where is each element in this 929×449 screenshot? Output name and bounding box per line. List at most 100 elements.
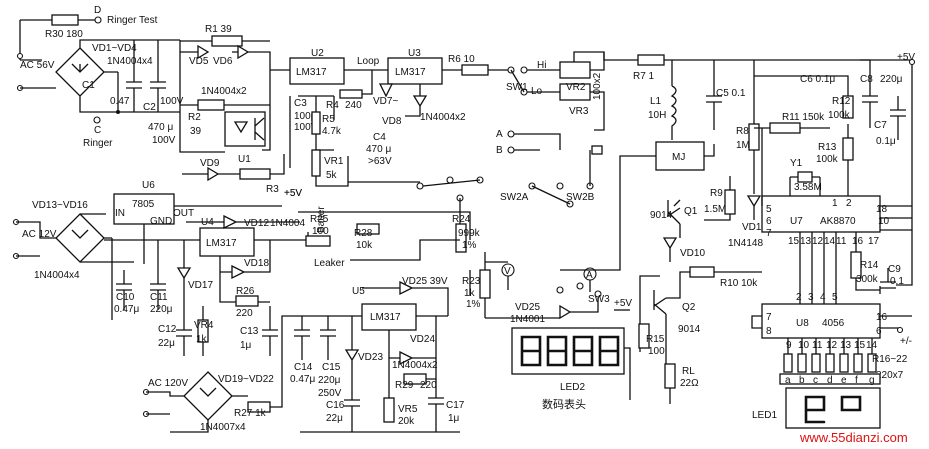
seg-g: g (869, 375, 875, 386)
vd24-label: VD24 (410, 334, 435, 345)
r6-label: R6 10 (448, 54, 475, 65)
u8-label: U8 (796, 318, 809, 329)
vd13-16-label: VD13~VD16 (32, 200, 88, 211)
vd18-diode (231, 264, 246, 280)
u7-pin18: 18 (876, 204, 888, 215)
led2-cn-label: 数码表头 (542, 397, 586, 411)
plus5v-top: +5V (897, 52, 915, 63)
c2-val: 470 μ (148, 122, 173, 133)
r10-resistor (689, 266, 715, 278)
r23-v2: 1% (466, 299, 481, 310)
r4-val: 240 (345, 100, 362, 111)
plus5v-mid: +5V (284, 188, 302, 199)
led2-display: LED2 数码表头 (511, 327, 631, 411)
terminal-c[interactable] (93, 116, 101, 124)
u6-gnd: GND (150, 216, 172, 227)
vd8-label: VD8 (382, 116, 402, 127)
q1-label: Q1 (684, 206, 698, 217)
u7-pin5: 5 (766, 204, 772, 215)
r15-label: R15 (646, 334, 665, 345)
c14-val: 0.47μ (290, 374, 315, 385)
y1-val: 3.58M (794, 182, 822, 193)
vd6-diode (237, 44, 250, 60)
u1-label: U1 (238, 154, 251, 165)
l1-label: L1 (650, 96, 662, 107)
vd6-label: VD6 (213, 56, 233, 67)
terminal-d[interactable] (94, 16, 102, 24)
vd25-diode (559, 304, 572, 320)
u7-pin2: 2 (846, 198, 852, 209)
c13-label: C13 (240, 326, 259, 337)
r28-label: R28 (354, 228, 373, 239)
vr2-label: VR2 (566, 82, 586, 93)
c11-val: 220μ (150, 304, 173, 315)
logic-supply-section: AC 12V VD13~VD16 1N4004x4 U6 7805 IN OUT… (12, 180, 331, 356)
sw3-label: SW3 (588, 294, 610, 305)
u8-pin16: 16 (876, 312, 888, 323)
u7-pin7: 7 (766, 228, 772, 239)
n4004x4a-label: 1N4004x4 (107, 56, 153, 67)
amp-symbol: A (586, 270, 593, 281)
c3-v2: 100V (294, 122, 318, 133)
u8-pin11: 11 (812, 340, 823, 351)
u8-chip (761, 303, 881, 339)
u8-pin5: 5 (832, 292, 838, 303)
r24-v1: 999k (458, 228, 481, 239)
r26-val: 220 (236, 308, 253, 319)
c15-v2: 250V (318, 388, 342, 399)
c3-v1: 100μ (294, 111, 317, 122)
vr5-pot (383, 397, 395, 423)
c12-label: C12 (158, 324, 177, 335)
detector-section: R7 1 L1 10H MJ C5 0.1 R8 1M VD11 1N4148 … (560, 52, 767, 404)
u6-part: 7805 (132, 199, 155, 210)
r9-val: 1.5M (704, 204, 726, 215)
ac56-label: AC 56V (20, 60, 55, 71)
vd18-label: VD18 (244, 258, 269, 269)
led1-label: LED1 (752, 410, 777, 421)
u7-pin11: 11 (836, 236, 847, 247)
c8-val: 220μ (880, 74, 903, 85)
u7-pin15: 15 (788, 236, 800, 247)
ac120-label: AC 120V (148, 378, 188, 389)
q2-label: Q2 (682, 302, 696, 313)
r24-v2: 1% (462, 240, 477, 251)
u7-section: U7 AK8870 5 6 7 15 13 12 14 11 16 17 18 … (752, 52, 915, 294)
led1-display (785, 387, 881, 429)
led2-label: LED2 (560, 382, 585, 393)
u7-pin17: 17 (868, 236, 880, 247)
c9-label: C9 (888, 264, 901, 275)
u7-pin14: 14 (824, 236, 836, 247)
segment-letters: a b c d e f g (785, 375, 875, 386)
n4004x4b-label: 1N4004x4 (34, 270, 80, 281)
n4001-label: 1N4001 (510, 314, 545, 325)
u6-out: OUT (173, 208, 194, 219)
c15-label: C15 (322, 362, 341, 373)
r29-label: R29 (395, 380, 414, 391)
n4004x2c-label: 1N4004x2 (392, 360, 438, 371)
vd10-label: VD10 (680, 248, 705, 259)
n4004x2b-label: 1N4004x2 (420, 112, 466, 123)
u6-in: IN (115, 208, 125, 219)
vd25b-label: VD25 39V (402, 276, 448, 287)
seg-e: e (841, 375, 847, 386)
seg-b: b (799, 375, 805, 386)
u5-regulator (361, 303, 417, 331)
vr4-label: VR4 (194, 320, 214, 331)
plus5v-u6: +5V (284, 188, 302, 199)
r12-val: 100k (828, 110, 851, 121)
r4-label: R4 (326, 100, 339, 111)
vd11-part: 1N4148 (728, 238, 763, 249)
c6-label: C6 0.1μ (800, 74, 835, 85)
r26-label: R26 (236, 286, 255, 297)
u8-pin15: 15 (854, 340, 866, 351)
seg-a: a (785, 375, 791, 386)
u7-pin13: 13 (800, 236, 812, 247)
u7-pin10: 10 (878, 216, 890, 227)
u2-part: LM317 (296, 67, 327, 78)
u6-label: U6 (142, 180, 155, 191)
u3-regulator (387, 57, 443, 85)
u7-label: U7 (790, 216, 803, 227)
switch-section: Hi Lo SW1 VR2 VR3 100x2 A B (496, 51, 605, 156)
c7-val: 0.1μ (876, 136, 896, 147)
vd11-diode (746, 195, 762, 208)
